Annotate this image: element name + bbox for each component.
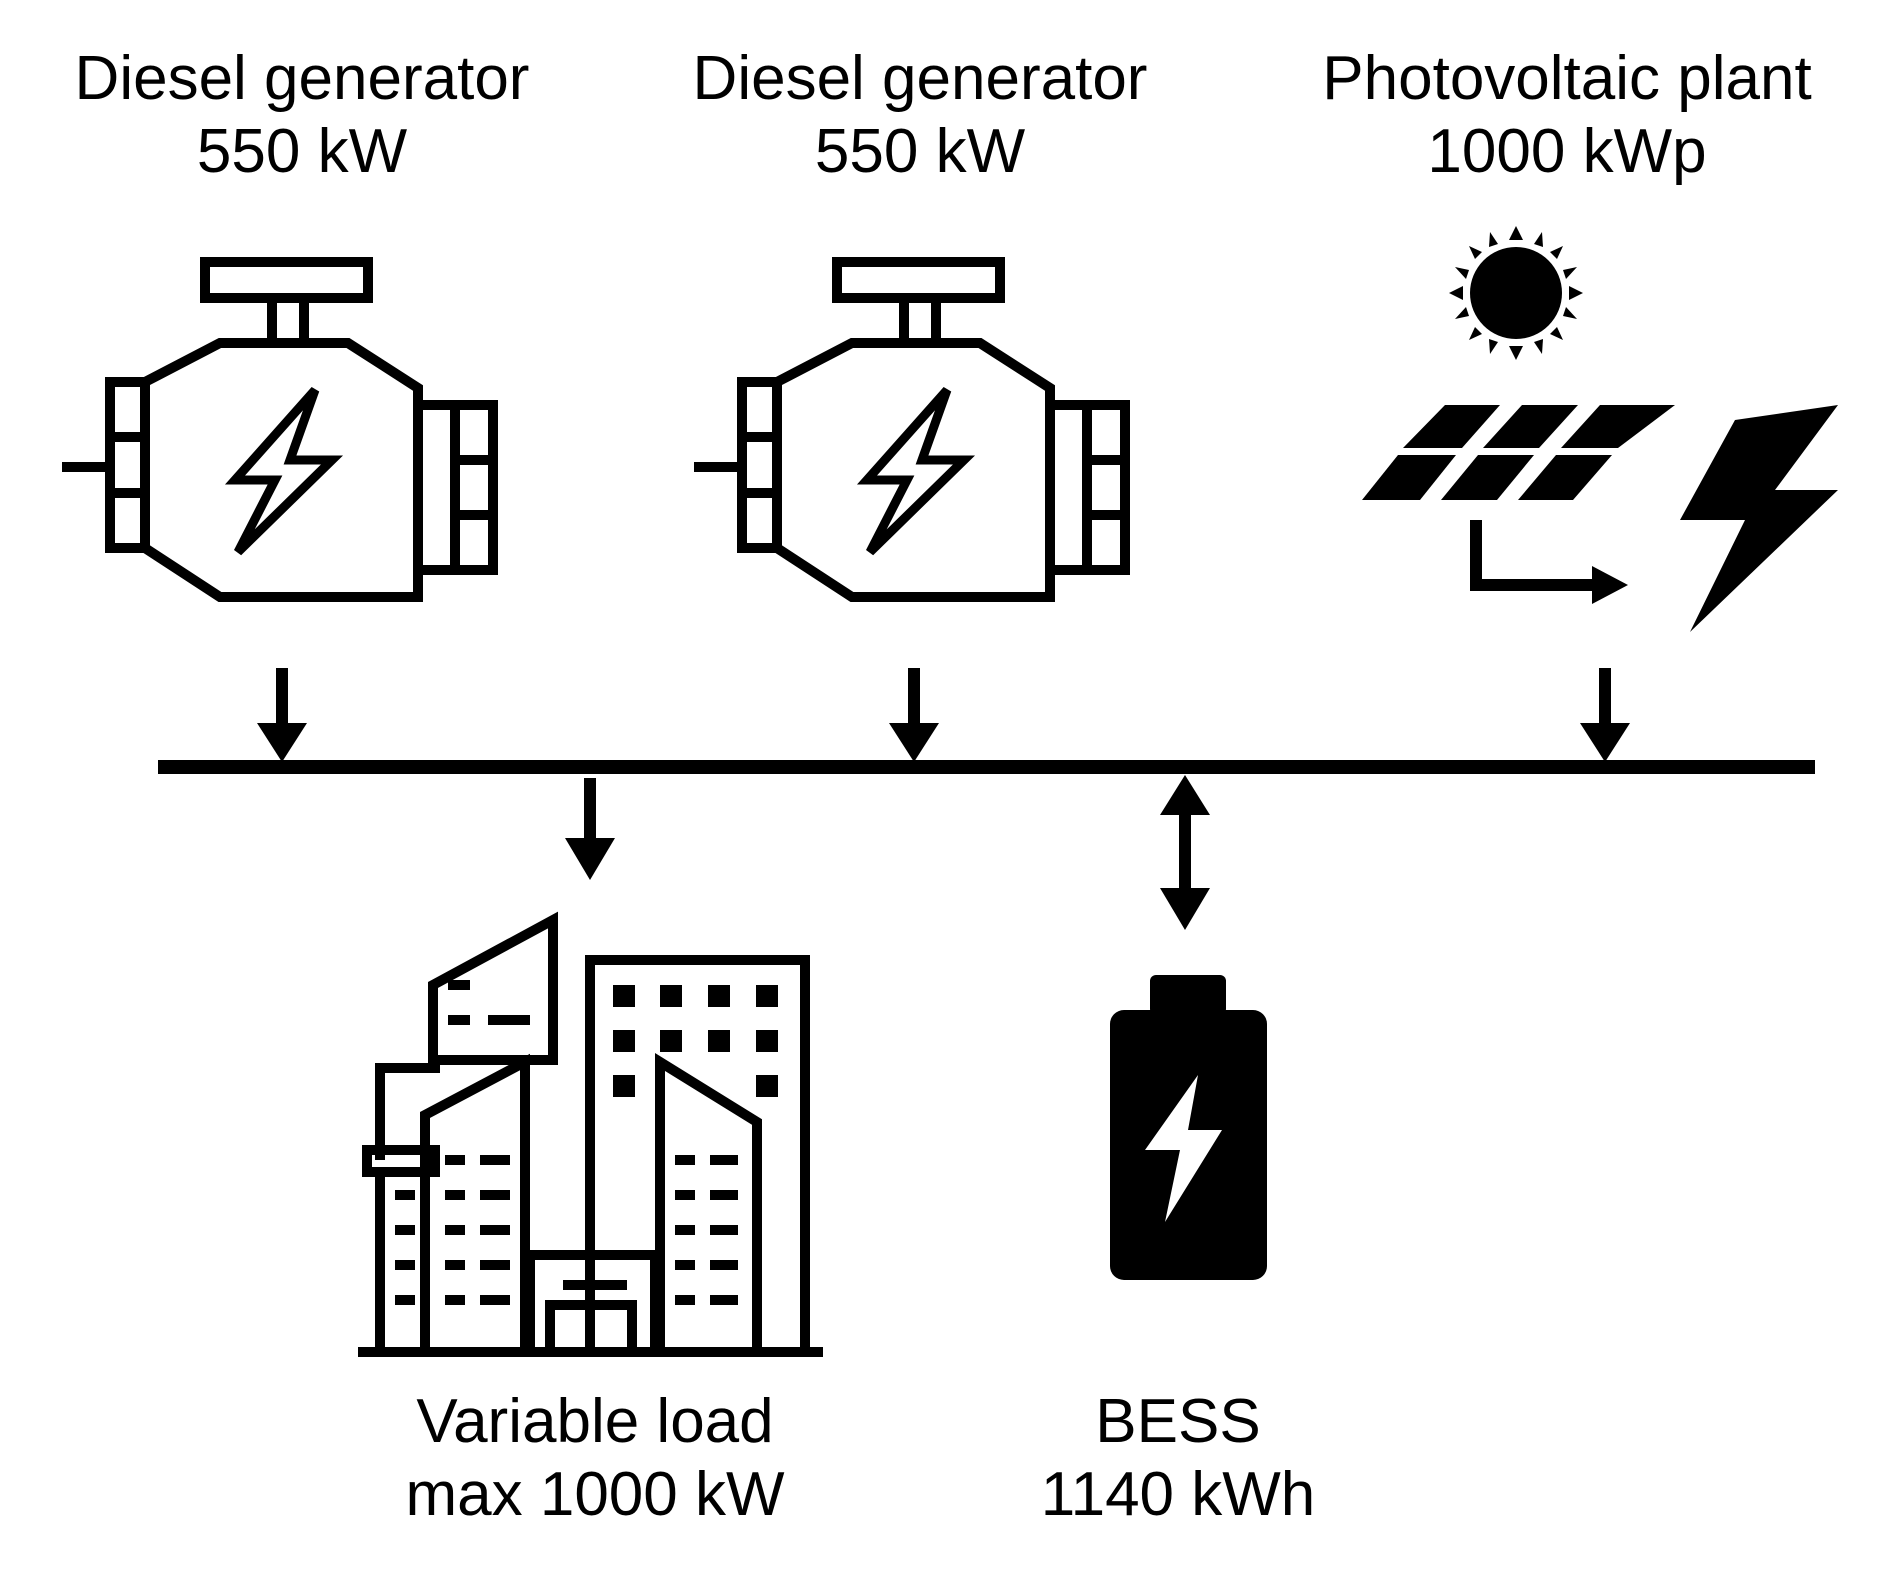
pv-rating: 1000 kWp	[1427, 117, 1707, 187]
sun-icon	[1449, 226, 1583, 360]
connection-bus-load	[565, 778, 615, 880]
connection-gen1-bus	[257, 668, 307, 762]
load-label: Variable load max 1000 kW	[405, 1385, 784, 1531]
load-name: Variable load	[416, 1387, 774, 1456]
bess-label: BESS 1140 kWh	[1041, 1385, 1316, 1531]
city-buildings-icon	[358, 911, 823, 1357]
bess-rating: 1140 kWh	[1040, 1460, 1316, 1530]
gen1-rating: 550 kW	[196, 117, 408, 187]
gen2-label: Diesel generator 550 kW	[693, 42, 1148, 188]
pv-name: Photovoltaic plant	[1322, 44, 1812, 113]
connection-gen2-bus	[889, 668, 939, 762]
connection-pv-bus	[1580, 668, 1630, 762]
connection-bus-bess	[1160, 775, 1210, 930]
bess-name: BESS	[1095, 1387, 1261, 1456]
load-rating: max 1000 kW	[405, 1460, 785, 1530]
gen2-name: Diesel generator	[692, 44, 1148, 113]
engine-generator-icon	[62, 262, 493, 597]
battery-icon	[1110, 975, 1267, 1280]
pv-label: Photovoltaic plant 1000 kWp	[1322, 42, 1811, 188]
lightning-icon	[1680, 405, 1838, 632]
gen2-rating: 550 kW	[814, 117, 1026, 187]
engine-generator-icon	[694, 262, 1125, 597]
gen1-name: Diesel generator	[74, 44, 530, 113]
gen1-label: Diesel generator 550 kW	[75, 42, 530, 188]
solar-panel-icon	[1362, 226, 1838, 632]
